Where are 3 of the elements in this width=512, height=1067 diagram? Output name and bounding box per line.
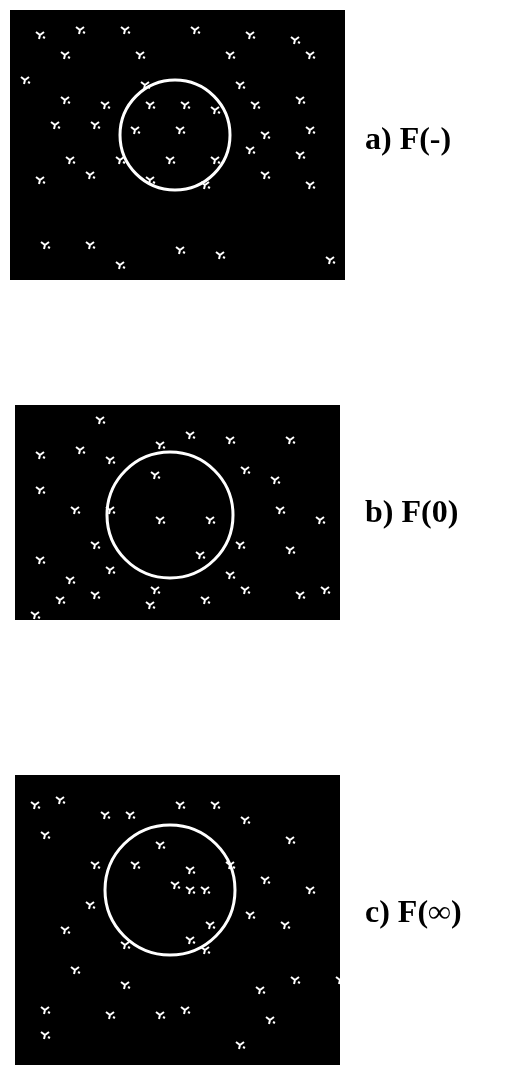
panel-caption: a) F(-): [365, 120, 452, 157]
panel-caption: c) F(∞): [365, 893, 462, 930]
panel-caption: b) F(0): [365, 493, 459, 530]
